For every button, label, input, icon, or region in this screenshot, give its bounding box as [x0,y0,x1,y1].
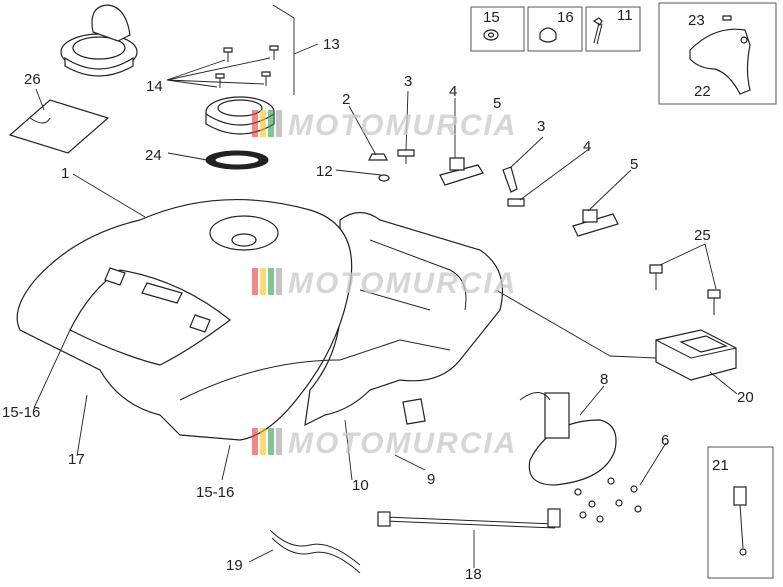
box-part-22-23 [658,2,777,105]
box-part-16 [527,6,583,52]
callout-2: 2 [342,91,350,108]
screws-14 [215,45,279,88]
callout-25: 25 [694,227,711,244]
box-part-21 [707,446,774,579]
callout-20: 20 [737,389,754,406]
callout-15-box: 15 [483,9,500,26]
callout-19: 19 [226,557,243,574]
screws-6 [574,477,642,523]
watermark-text: MOTOMURCIA [288,109,517,142]
watermark-1: MOTOMURCIA [252,109,517,142]
fuel-cap-assembly [60,4,138,77]
callout-labels: 15 16 11 23 22 13 14 26 24 2 3 4 5 3 4 5… [2,7,754,583]
callout-18: 18 [465,566,482,583]
gasket-24 [205,150,269,170]
callout-3-a: 3 [404,73,412,90]
watermark-text: MOTOMURCIA [288,427,517,460]
callout-3-b: 3 [537,118,545,135]
callout-22: 22 [694,83,711,100]
callout-16: 16 [557,9,574,26]
watermark-3: MOTOMURCIA [252,427,517,460]
callout-4-a: 4 [449,83,457,100]
callout-6: 6 [661,432,669,449]
callout-9: 9 [427,471,435,488]
callout-21: 21 [712,457,729,474]
leader-lines [33,4,738,568]
callout-4-b: 4 [583,138,591,155]
breather-hose-19 [269,529,361,574]
watermark-2: MOTOMURCIA [252,267,517,300]
callout-23: 23 [688,12,705,29]
fuel-line-18 [377,508,561,529]
callout-26: 26 [24,71,41,88]
callout-12: 12 [316,163,333,180]
callout-15-16-a: 15-16 [2,404,40,421]
callout-15-16-b: 15-16 [196,484,234,501]
ecu-20 [649,264,737,381]
callout-1: 1 [61,165,69,182]
callout-5-b: 5 [630,156,638,173]
callout-11: 11 [617,7,633,24]
box-part-11 [585,6,641,52]
callout-14: 14 [146,78,163,95]
sheet-26 [8,99,110,154]
callout-10: 10 [352,477,369,494]
callout-24: 24 [145,147,162,164]
fuel-tank [16,198,353,441]
fuel-pump [402,392,617,486]
callout-8: 8 [600,371,608,388]
callout-17: 17 [68,451,85,468]
callout-13: 13 [323,36,340,53]
frame [304,211,504,427]
small-parts-2-3-4-12 [368,149,619,237]
callout-5-a: 5 [493,95,501,112]
watermark-text: MOTOMURCIA [288,267,517,300]
box-part-15 [470,6,525,52]
